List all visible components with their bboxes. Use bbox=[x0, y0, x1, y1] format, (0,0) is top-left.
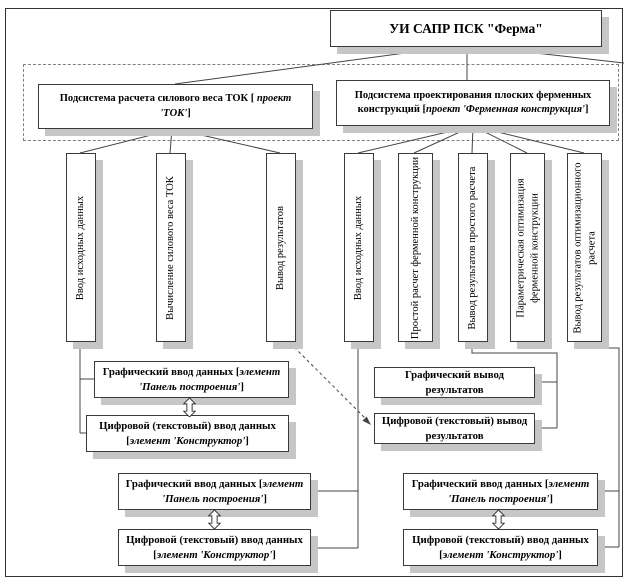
module-label: Вывод результатов оптимизационного расче… bbox=[571, 161, 597, 334]
module-tok-data-input: Ввод исходных данных bbox=[66, 153, 96, 342]
page-frame bbox=[5, 8, 623, 577]
label-segment: Цифровой (текстовый) ввод данных [ bbox=[99, 419, 276, 447]
module-ferma-simple-results-output: Вывод результатов простого расчета bbox=[458, 153, 488, 342]
label-segment-italic: проект 'Ферменная конструкция' bbox=[426, 104, 585, 115]
tok-output-dashed-arrow bbox=[289, 342, 371, 425]
label-segment: ] bbox=[240, 380, 244, 393]
label-segment: ] bbox=[187, 107, 191, 119]
label-segment-italic: элемент 'Конструктор' bbox=[442, 548, 559, 561]
label-segment: ] bbox=[549, 492, 553, 505]
label-segment: ] bbox=[272, 548, 276, 561]
module-ferma-parametric-optimization: Параметрическая оптимизация ферменной ко… bbox=[510, 153, 545, 342]
element-label: Цифровой (текстовый) ввод данных [элемен… bbox=[123, 533, 306, 562]
label-segment: Графический ввод данных [ bbox=[125, 477, 263, 490]
double-arrow-icon bbox=[208, 510, 221, 529]
label-segment: ] bbox=[245, 434, 249, 447]
label-segment-italic: проект 'ТОК' bbox=[160, 93, 292, 119]
label-segment-italic: элемент 'Панель построения' bbox=[139, 365, 281, 393]
module-ferma-simple-calculation: Простой расчет ферменной конструкции bbox=[398, 153, 433, 342]
label-segment: ] bbox=[558, 548, 562, 561]
element-box-graphic-input-ferma-1: Графический ввод данных [элемент 'Панель… bbox=[118, 473, 311, 510]
system-title-box: УИ САПР ПСК "Ферма" bbox=[330, 10, 602, 47]
element-label: Графический ввод данных [элемент 'Панель… bbox=[123, 477, 306, 506]
label-segment: Графический ввод данных [ bbox=[102, 365, 240, 378]
subsystem-box-ferma: Подсистема проектирования плоских фермен… bbox=[336, 80, 610, 126]
module-ferma-data-input: Ввод исходных данных bbox=[344, 153, 374, 342]
element-box-text-input-tok: Цифровой (текстовый) ввод данных [элемен… bbox=[86, 415, 289, 452]
module-label: Вывод результатов bbox=[275, 205, 287, 290]
label-segment: ] bbox=[584, 104, 589, 115]
element-box-graphic-input-tok: Графический ввод данных [элемент 'Панель… bbox=[94, 361, 289, 398]
module-label: Параметрическая оптимизация ферменной ко… bbox=[514, 177, 540, 318]
double-arrow-icon bbox=[492, 510, 505, 529]
element-box-graphic-output: Графический вывод результатов bbox=[374, 367, 535, 398]
element-label: Цифровой (текстовый) ввод данных [элемен… bbox=[408, 533, 593, 562]
title-connectors bbox=[174, 44, 624, 85]
label-segment: Цифровой (текстовый) ввод данных [ bbox=[412, 533, 589, 561]
label-segment-italic: элемент 'Конструктор' bbox=[156, 548, 273, 561]
optimization-output-bracket bbox=[583, 341, 620, 548]
label-segment: Графический ввод данных [ bbox=[411, 477, 549, 490]
module-tok-results-output: Вывод результатов bbox=[266, 153, 296, 342]
label-segment-italic: элемент 'Панель построения' bbox=[448, 477, 590, 505]
double-arrow-icon bbox=[183, 398, 196, 417]
element-label: Цифровой (текстовый) вывод результатов bbox=[381, 414, 528, 442]
tok-subsystem-fan bbox=[79, 128, 281, 154]
system-title: УИ САПР ПСК "Ферма" bbox=[389, 20, 543, 36]
element-label: Графический ввод данных [элемент 'Панель… bbox=[99, 365, 284, 394]
subsystem-tok-label: Подсистема расчета силового веса ТОК [ п… bbox=[45, 92, 306, 120]
simple-output-bracket bbox=[471, 341, 558, 429]
element-label: Графический вывод результатов bbox=[404, 368, 505, 396]
tok-input-bracket bbox=[79, 341, 94, 434]
element-box-text-input-ferma-2: Цифровой (текстовый) ввод данных [элемен… bbox=[403, 529, 598, 566]
module-label: Вывод результатов простого расчета bbox=[467, 166, 479, 329]
subsystem-ferma-label: Подсистема проектирования плоских фермен… bbox=[343, 89, 603, 117]
element-box-graphic-input-ferma-2: Графический ввод данных [элемент 'Панель… bbox=[403, 473, 598, 510]
subsystem-box-tok: Подсистема расчета силового веса ТОК [ п… bbox=[38, 84, 313, 129]
ferma-input-line bbox=[311, 341, 359, 549]
module-label: Ввод исходных данных bbox=[353, 195, 365, 300]
label-segment: Подсистема расчета силового веса ТОК [ bbox=[59, 93, 257, 105]
element-label: Цифровой (текстовый) ввод данных [элемен… bbox=[91, 419, 284, 448]
label-segment-italic: элемент 'Панель построения' bbox=[162, 477, 304, 505]
module-ferma-optimization-results-output: Вывод результатов оптимизационного расче… bbox=[567, 153, 602, 342]
label-segment: Цифровой (текстовый) ввод данных [ bbox=[126, 533, 303, 561]
label-segment: Подсистема проектирования плоских фермен… bbox=[354, 89, 592, 115]
module-label: Вычисление силового веса ТОК bbox=[165, 175, 177, 320]
element-label: Графический ввод данных [элемент 'Панель… bbox=[408, 477, 593, 506]
module-tok-weight-calculation: Вычисление силового веса ТОК bbox=[156, 153, 186, 342]
element-box-text-input-ferma-1: Цифровой (текстовый) ввод данных [элемен… bbox=[118, 529, 311, 566]
element-box-text-output: Цифровой (текстовый) вывод результатов bbox=[374, 413, 535, 444]
label-segment: ] bbox=[263, 492, 267, 505]
module-label: Ввод исходных данных bbox=[75, 195, 87, 300]
ferma-subsystem-fan bbox=[357, 125, 585, 154]
module-label: Простой расчет ферменной конструкции bbox=[409, 156, 421, 339]
label-segment-italic: элемент 'Конструктор' bbox=[129, 434, 246, 447]
